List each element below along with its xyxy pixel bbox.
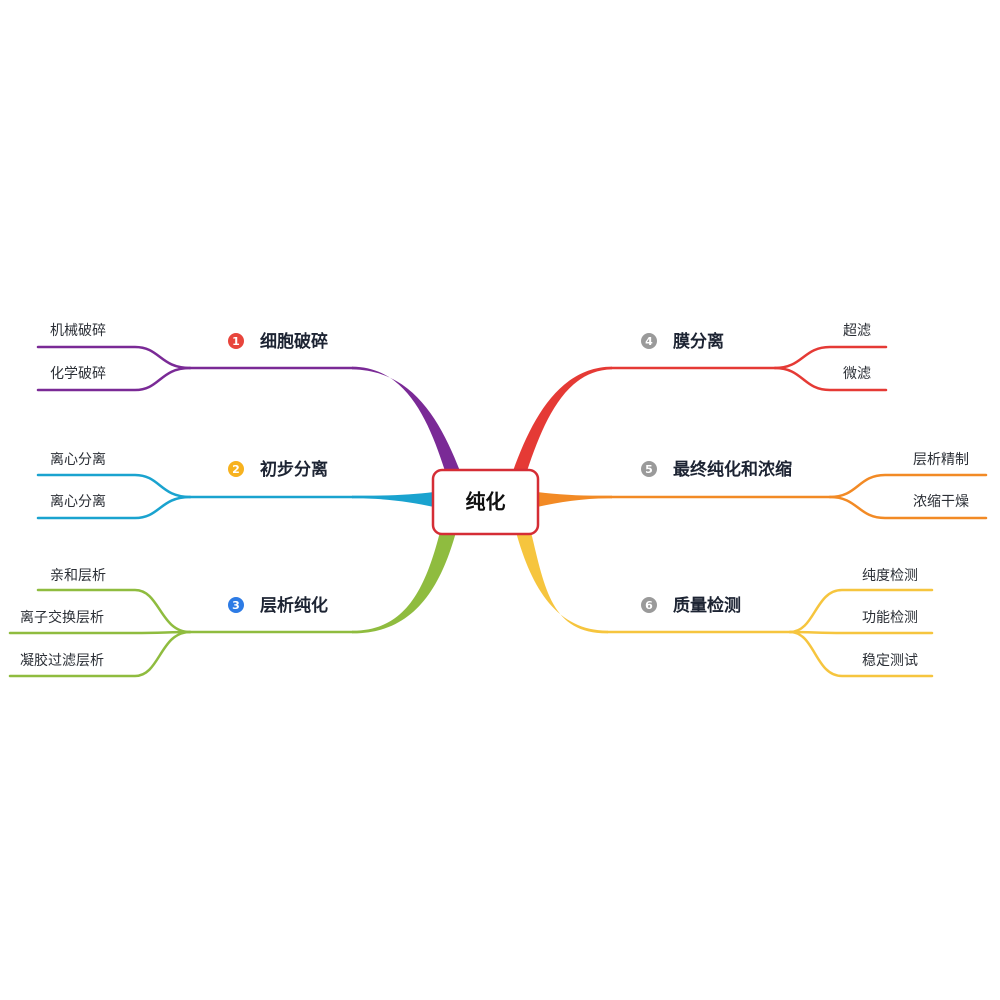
badge-number: 4 — [645, 335, 653, 348]
child-line — [36, 473, 192, 499]
topic-label: 初步分离 — [260, 459, 328, 480]
branch-connector — [352, 492, 434, 507]
subtopic-label: 浓缩干燥 — [913, 494, 969, 510]
branch-initial-separation: 2 初步分离 离心分离 离心分离 — [36, 451, 434, 520]
number-badge-icon — [228, 461, 244, 477]
topic-label: 层析纯化 — [260, 595, 328, 616]
child-line — [788, 630, 934, 678]
child-line — [36, 366, 192, 392]
child-line — [773, 345, 888, 370]
child-line — [8, 630, 192, 678]
branch-connector — [516, 532, 608, 634]
branch-chromatography: 3 层析纯化 亲和层析 离子交换层析 凝胶过滤层析 — [8, 532, 456, 678]
subtopic-label: 机械破碎 — [50, 323, 106, 339]
branch-quality-testing: 6 质量检测 纯度检测 功能检测 稳定测试 — [516, 532, 934, 678]
branch-connector — [537, 492, 612, 507]
child-line — [36, 495, 192, 520]
number-badge-icon — [641, 333, 657, 349]
central-topic: 纯化 — [431, 468, 540, 536]
topic-label: 最终纯化和浓缩 — [673, 459, 792, 480]
central-topic-box — [431, 468, 540, 536]
subtopic-label: 纯度检测 — [862, 568, 918, 584]
topic-label: 细胞破碎 — [260, 331, 328, 352]
child-line — [36, 345, 192, 370]
child-line — [788, 588, 934, 634]
topic-label: 膜分离 — [673, 331, 724, 352]
subtopic-label: 离子交换层析 — [20, 609, 104, 626]
child-line — [36, 588, 192, 634]
branch-connector — [513, 366, 612, 471]
branch-connector — [352, 532, 456, 634]
subtopic-label: 功能检测 — [862, 610, 918, 626]
central-topic-label: 纯化 — [466, 490, 506, 514]
badge-number: 5 — [645, 463, 653, 476]
number-badge-icon — [641, 597, 657, 613]
subtopic-label: 层析精制 — [913, 452, 969, 468]
badge-number: 6 — [645, 599, 653, 612]
branch-final-purification: 5 最终纯化和浓缩 层析精制 浓缩干燥 — [537, 452, 988, 520]
subtopic-label: 亲和层析 — [50, 568, 106, 584]
child-line — [773, 366, 888, 392]
subtopic-label: 离心分离 — [50, 493, 106, 510]
number-badge-icon — [228, 597, 244, 613]
subtopic-label: 稳定测试 — [862, 653, 918, 669]
branch-connector — [352, 366, 460, 471]
child-line — [828, 495, 988, 520]
child-line — [788, 630, 934, 635]
subtopic-label: 微滤 — [843, 366, 871, 382]
child-line — [828, 473, 988, 499]
subtopic-label: 离心分离 — [50, 451, 106, 468]
topic-label: 质量检测 — [673, 595, 741, 616]
number-badge-icon — [228, 333, 244, 349]
branch-membrane-separation: 4 膜分离 超滤 微滤 — [513, 323, 888, 471]
badge-number: 3 — [232, 599, 240, 612]
badge-number: 1 — [232, 335, 240, 348]
child-line — [8, 630, 192, 635]
number-badge-icon — [641, 461, 657, 477]
branch-cell-disruption: 1 细胞破碎 机械破碎 化学破碎 — [36, 323, 460, 471]
badge-number: 2 — [232, 463, 240, 476]
subtopic-label: 化学破碎 — [50, 366, 106, 382]
subtopic-label: 超滤 — [843, 323, 871, 339]
subtopic-label: 凝胶过滤层析 — [20, 652, 104, 669]
